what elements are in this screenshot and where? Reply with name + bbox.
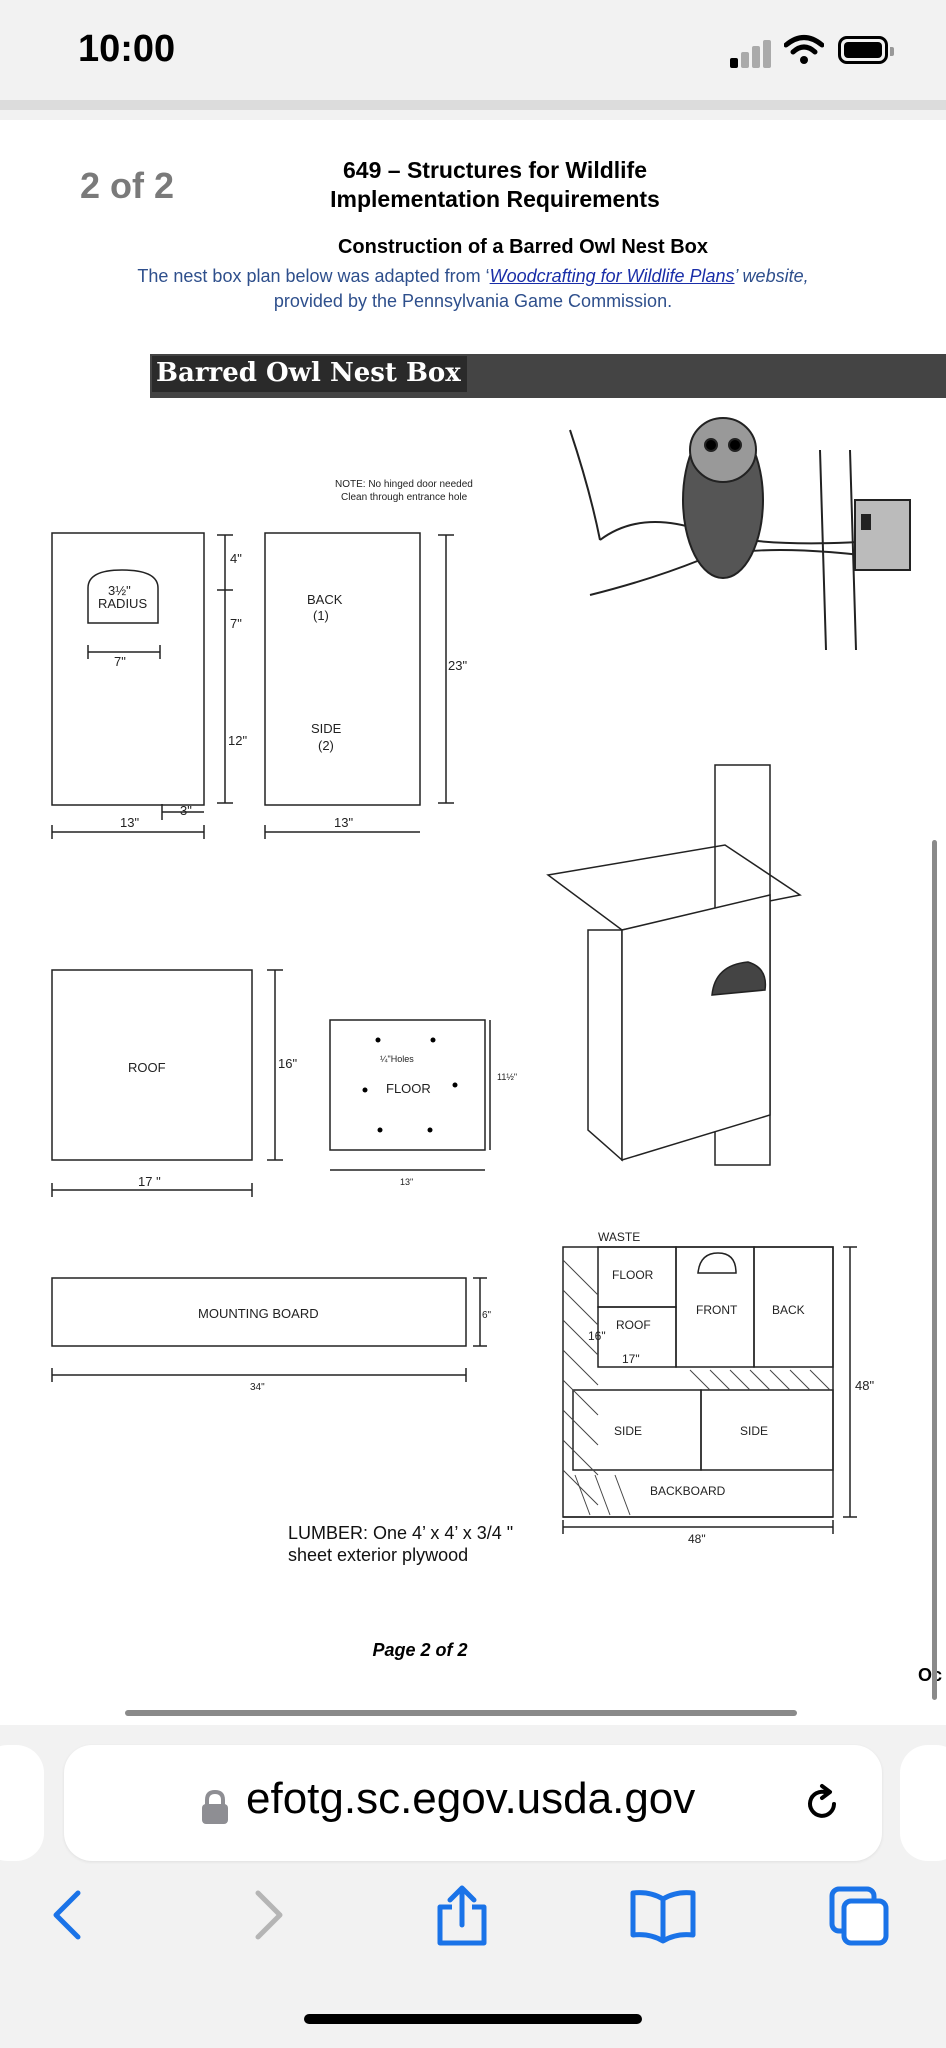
front-width-7: 7" [114,654,126,669]
plan-title: Barred Owl Nest Box [152,356,467,392]
reload-icon[interactable] [800,1782,844,1826]
bookmarks-icon[interactable] [628,1885,698,1945]
back-count: (1) [313,608,329,623]
roof-16: 16" [278,1056,297,1071]
back-icon[interactable] [42,1885,92,1945]
address-bar[interactable] [64,1745,882,1861]
cut-side-1: SIDE [614,1424,642,1438]
cut-48-width: 48" [688,1532,706,1546]
status-time: 10:00 [78,28,176,70]
document-description: The nest box plan below was adapted from… [90,264,856,314]
page-count-indicator: 2 of 2 [80,165,175,206]
cellular-signal-icon [730,38,772,68]
lumber-note: LUMBER: One 4’ x 4’ x 3/4 " sheet exteri… [288,1522,513,1566]
roof-17: 17 " [138,1174,161,1189]
back-label: BACK [307,592,343,607]
previous-tab-peek[interactable] [0,1745,44,1861]
radius-label: 3½" [108,583,131,598]
status-bar: 10:00 [0,0,946,100]
waste-label: WASTE [598,1230,640,1244]
side-label: SIDE [311,721,342,736]
roof-label: ROOF [128,1060,166,1075]
lumber-line2: sheet exterior plywood [288,1545,469,1565]
cut-floor: FLOOR [612,1268,654,1282]
document-subtitle: Construction of a Barred Owl Nest Box [337,236,709,258]
page-footer: Page 2 of 2 [372,1640,468,1660]
next-tab-peek[interactable] [900,1745,946,1861]
description-text-post: ’ website, [734,266,809,286]
lock-icon [202,1790,228,1824]
front-width-13: 13" [120,815,139,830]
document-title-line2: Implementation Requirements [330,186,660,212]
side-count: (2) [318,738,334,753]
floor-13: 13" [400,1177,413,1187]
cut-front: FRONT [696,1303,738,1317]
vertical-scrollbar[interactable] [932,840,937,1700]
top-divider [0,100,946,110]
document-title: 649 – Structures for Wildlife Implementa… [270,156,720,214]
cut-16: 16" [588,1329,606,1343]
horizontal-scrollbar[interactable] [125,1710,797,1716]
lumber-line1: LUMBER: One 4’ x 4’ x 3/4 " [288,1523,514,1543]
cut-backboard: BACKBOARD [650,1484,726,1498]
mount-34: 34" [250,1382,265,1393]
edge-text: Oc [918,1665,943,1685]
share-icon[interactable] [432,1885,492,1947]
back-width-13: 13" [334,815,353,830]
battery-icon [838,36,894,64]
floor-label: FLOOR [386,1081,431,1096]
floor-holes: ¼"Holes [380,1054,414,1064]
owl-illustration [569,417,911,651]
note-line2: Clean through entrance hole [341,492,468,503]
url-text[interactable]: efotg.sc.egov.usda.gov [246,1774,696,1823]
cut-roof: ROOF [616,1318,651,1332]
dim-12: 12" [228,733,247,748]
front-width-3: 3" [180,803,192,818]
wifi-icon [784,35,824,64]
cut-side-2: SIDE [740,1424,768,1438]
nest-box-plan-drawing: NOTE: No hinged door needed Clean throug… [51,417,911,1546]
note-line1: NOTE: No hinged door needed [335,479,473,490]
pdf-page[interactable]: 2 of 2 649 – Structures for Wildlife Imp… [0,120,946,1725]
description-line2: provided by the Pennsylvania Game Commis… [273,291,673,311]
home-indicator[interactable] [304,2014,642,2024]
cut-48-height: 48" [855,1378,874,1393]
cut-17: 17" [622,1352,640,1366]
forward-icon[interactable] [244,1885,294,1945]
dim-7: 7" [230,616,242,631]
mount-6: 6" [482,1310,492,1321]
document-title-line1: 649 – Structures for Wildlife [343,157,647,183]
floor-11: 11½" [497,1072,517,1082]
mounting-label: MOUNTING BOARD [198,1306,319,1321]
cut-back: BACK [772,1303,805,1317]
dim-23: 23" [448,658,467,673]
description-text: The nest box plan below was adapted from… [137,266,490,286]
radius-word: RADIUS [98,596,147,611]
dim-4: 4" [230,551,242,566]
woodcrafting-link[interactable]: Woodcrafting for Wildlife Plans [489,266,735,286]
tabs-icon[interactable] [826,1885,892,1947]
